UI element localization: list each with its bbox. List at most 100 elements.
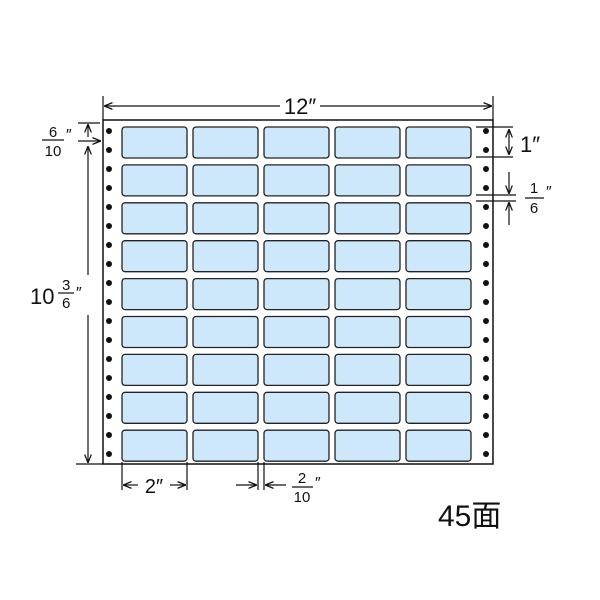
label xyxy=(263,240,330,273)
tractor-hole xyxy=(483,261,489,267)
label xyxy=(192,277,259,311)
label xyxy=(263,126,330,159)
row-gap-denominator: 6 xyxy=(530,200,538,217)
label xyxy=(192,202,259,235)
width-dimension xyxy=(102,96,494,120)
top-margin-dimension xyxy=(78,122,100,141)
tractor-hole xyxy=(483,394,489,400)
column-gap-denominator: 10 xyxy=(294,489,311,506)
label xyxy=(263,315,330,349)
label xyxy=(192,429,259,462)
label xyxy=(405,315,472,349)
height-denominator: 6 xyxy=(62,295,70,312)
label-height-dimension xyxy=(476,126,513,158)
tractor-hole xyxy=(106,432,112,438)
height-dimension xyxy=(76,147,103,465)
tractor-hole xyxy=(483,375,489,381)
tractor-hole xyxy=(483,318,489,324)
label xyxy=(263,202,330,235)
inch-mark: ″ xyxy=(315,475,321,492)
tractor-holes xyxy=(106,128,489,457)
label xyxy=(192,126,259,159)
tractor-hole xyxy=(483,166,489,172)
tractor-hole xyxy=(483,185,489,191)
width-label: 12″ xyxy=(284,94,316,119)
tractor-hole xyxy=(106,147,112,153)
tractor-hole xyxy=(106,394,112,400)
column-gap-numerator: 2 xyxy=(298,470,306,487)
tractor-hole xyxy=(106,337,112,343)
inch-mark: ″ xyxy=(66,127,72,144)
label xyxy=(121,391,188,424)
column-gap-dimension xyxy=(236,462,286,490)
top-margin-denominator: 10 xyxy=(45,143,62,160)
label xyxy=(192,391,259,424)
tractor-hole xyxy=(483,299,489,305)
label xyxy=(192,240,259,273)
label xyxy=(121,277,188,311)
label xyxy=(405,240,472,273)
tractor-hole xyxy=(483,356,489,362)
label xyxy=(405,429,472,462)
tractor-hole xyxy=(483,451,489,457)
tractor-hole xyxy=(106,356,112,362)
label xyxy=(405,164,472,197)
label xyxy=(263,429,330,462)
tractor-hole xyxy=(483,242,489,248)
tractor-hole xyxy=(106,204,112,210)
label xyxy=(334,164,401,197)
tractor-hole xyxy=(106,299,112,305)
height-numerator: 3 xyxy=(62,277,70,294)
tractor-hole xyxy=(106,451,112,457)
tractor-hole xyxy=(106,242,112,248)
row-gap-dimension xyxy=(476,172,516,225)
label-count: 45面 xyxy=(438,500,501,533)
label xyxy=(263,391,330,424)
label xyxy=(192,164,259,197)
label xyxy=(334,315,401,349)
label xyxy=(405,126,472,159)
label xyxy=(263,277,330,311)
label-grid xyxy=(121,126,472,462)
tractor-hole xyxy=(483,280,489,286)
label xyxy=(405,391,472,424)
tractor-hole xyxy=(483,413,489,419)
label xyxy=(334,202,401,235)
tractor-hole xyxy=(106,128,112,134)
label xyxy=(334,391,401,424)
label xyxy=(334,240,401,273)
label xyxy=(334,429,401,462)
tractor-hole xyxy=(106,280,112,286)
label xyxy=(192,353,259,387)
height-whole: 10 xyxy=(30,284,54,309)
label xyxy=(121,315,188,349)
inch-mark: ″ xyxy=(76,285,82,302)
tractor-hole xyxy=(106,413,112,419)
top-margin-numerator: 6 xyxy=(49,124,57,141)
label xyxy=(192,315,259,349)
label xyxy=(334,126,401,159)
label xyxy=(405,353,472,387)
tractor-hole xyxy=(483,337,489,343)
inch-mark: ″ xyxy=(546,184,552,201)
tractor-hole xyxy=(106,185,112,191)
tractor-hole xyxy=(483,204,489,210)
label xyxy=(405,202,472,235)
label xyxy=(263,353,330,387)
label xyxy=(121,240,188,273)
label-width-label: 2″ xyxy=(145,476,163,498)
label-height-label: 1″ xyxy=(520,132,540,157)
tractor-hole xyxy=(106,261,112,267)
tractor-hole xyxy=(106,223,112,229)
label xyxy=(263,164,330,197)
label xyxy=(121,353,188,387)
label xyxy=(334,277,401,311)
tractor-hole xyxy=(106,166,112,172)
label xyxy=(121,126,188,159)
label xyxy=(334,353,401,387)
label xyxy=(121,202,188,235)
row-gap-numerator: 1 xyxy=(530,180,538,197)
label xyxy=(405,277,472,311)
tractor-hole xyxy=(106,318,112,324)
